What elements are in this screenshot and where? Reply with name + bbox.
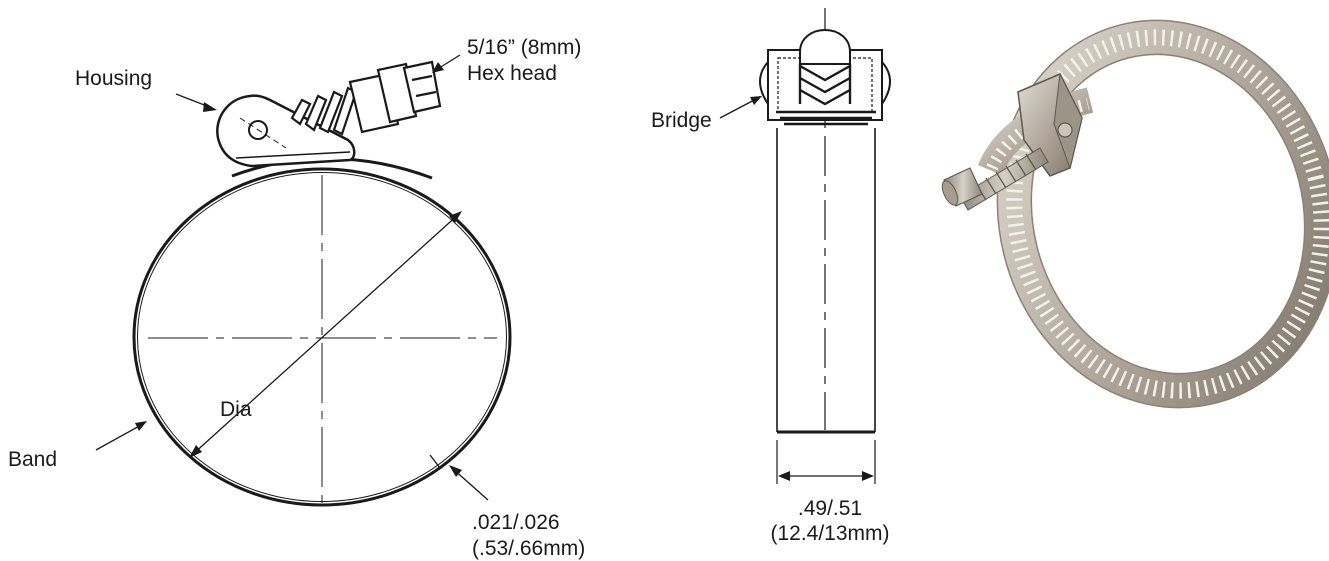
band-label: Band [8, 448, 58, 471]
photo-band-inner-edge [1030, 53, 1306, 375]
thickness-mm-label: (.53/.66mm) [472, 537, 586, 560]
screw-thread [290, 86, 358, 136]
photo-housing-pivot [1057, 122, 1073, 138]
width-mm-label: (12.4/13mm) [770, 522, 890, 545]
clamp-photo-illustration [941, 19, 1329, 409]
bridge-arrowhead [750, 96, 762, 105]
width-arrowhead-left [778, 471, 790, 481]
side-screw-head [799, 28, 851, 65]
photo-housing-face [1053, 72, 1083, 170]
dia-arrowhead-bottom [189, 445, 202, 458]
bridge-label: Bridge [651, 109, 712, 132]
band-circle [132, 167, 512, 507]
dia-arrowhead-top [449, 211, 462, 223]
housing-label: Housing [75, 67, 153, 90]
thickness-tick [429, 454, 441, 469]
housing-arrowhead [203, 102, 217, 112]
dia-dimension-line [191, 212, 461, 456]
hex-head [348, 60, 442, 134]
housing-pivot-centerline [239, 117, 287, 149]
side-view-drawing [719, 8, 891, 484]
bridge-leader [719, 97, 759, 119]
band-arrowhead [135, 421, 147, 431]
hex-head-arrowhead [432, 62, 444, 73]
photo-band-slots [1006, 29, 1329, 399]
dia-label: Dia [220, 398, 252, 421]
side-screw-thread [798, 64, 852, 106]
photo-band-outer-edge [996, 19, 1329, 409]
hex-head-name-label: Hex head [467, 62, 557, 85]
thickness-arrowhead [449, 465, 462, 477]
photo-band-ring [997, 20, 1329, 408]
photo-screw [941, 147, 1049, 211]
width-arrowhead-right [862, 471, 874, 481]
hex-head-size-label: 5/16” (8mm) [467, 36, 582, 59]
width-inch-label: .49/.51 [797, 497, 863, 520]
housing-shape [216, 94, 356, 168]
front-view-drawing [95, 54, 512, 507]
thickness-inch-label: .021/.026 [472, 511, 560, 534]
housing-base [235, 151, 351, 159]
band-leader [95, 423, 144, 451]
side-housing-ears [759, 61, 891, 105]
side-bridge-lines [776, 110, 876, 126]
